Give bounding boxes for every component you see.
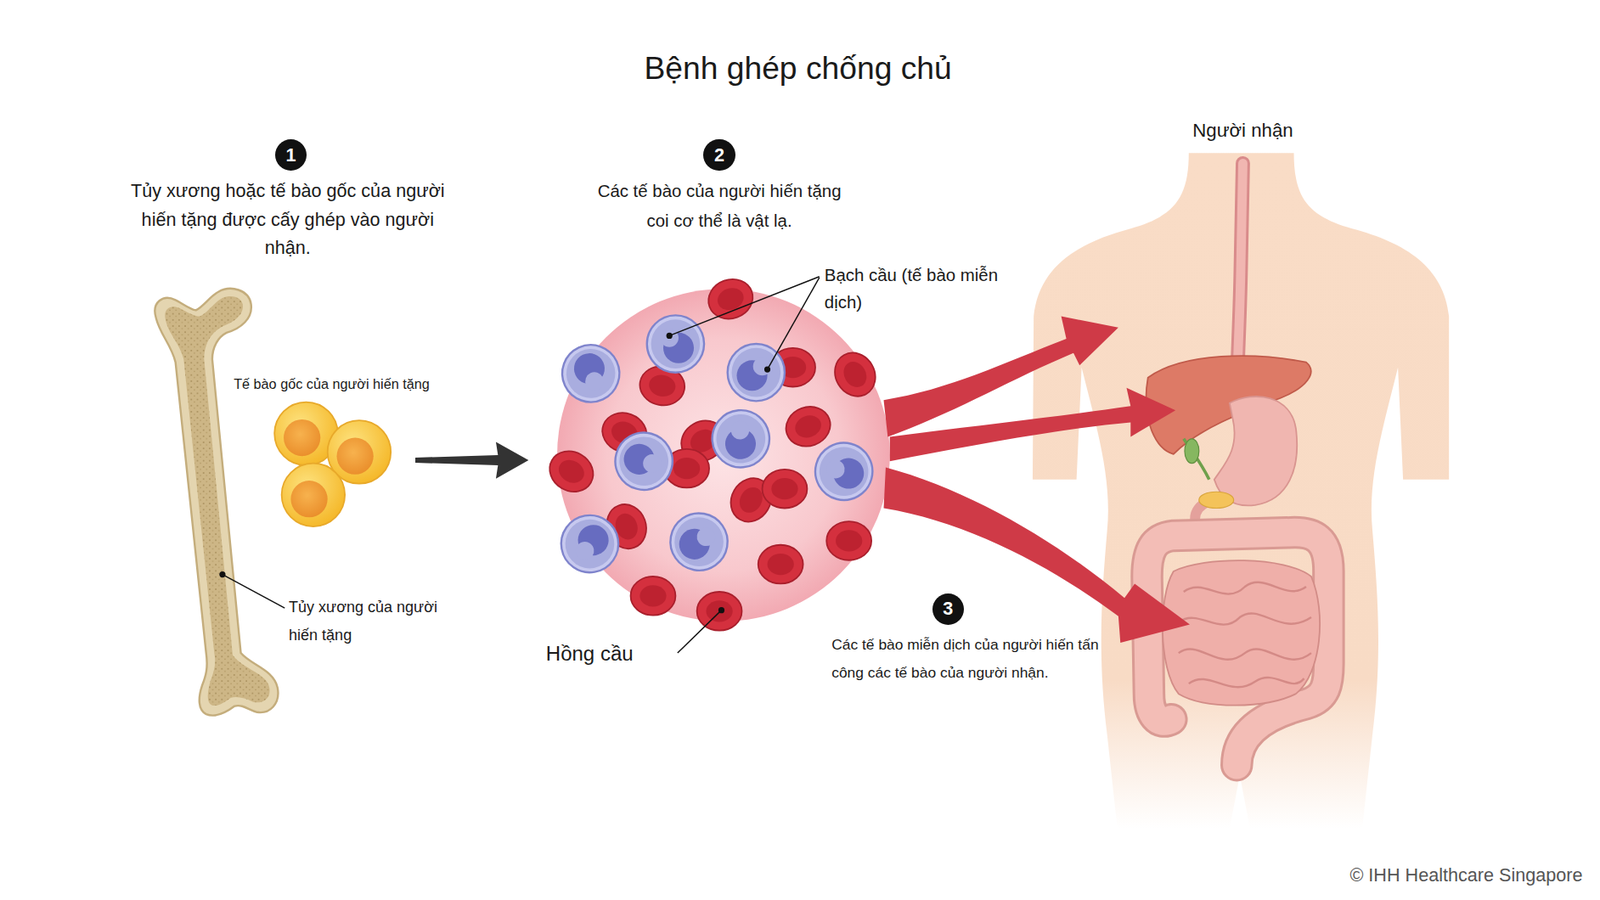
large-intestine [1147,532,1330,766]
white-blood-cell [700,398,782,479]
stem-cell-core [290,480,327,518]
attack-arrows [884,316,1190,643]
stem-cells [274,402,391,528]
attack-arrow [890,388,1176,462]
red-blood-cell [697,591,743,631]
callout-number: 2 [714,146,725,165]
intestine-coil [1178,613,1312,625]
stem-cell [281,463,345,527]
diagram-title: Bệnh ghép chống chủ [471,46,1125,90]
femur-bone [154,288,278,716]
stomach [1214,396,1297,506]
callout-number: 1 [285,146,296,165]
gallbladder [1184,439,1200,464]
leader-dot [718,607,725,614]
white-blood-cell [665,508,733,575]
blood-sample [557,288,891,622]
large-intestine-outline [1147,532,1330,766]
red-blood-cell [542,443,602,500]
red-blood-cell [762,469,808,509]
small-intestine [1162,560,1320,706]
pancreas [1199,491,1234,508]
step-description: Các tế bào miễn dịch của người hiến tấn … [831,630,1102,688]
red-blood-cell [826,521,872,561]
step-description: Các tế bào của người hiến tặng coi cơ th… [597,176,842,237]
copyright-note: © IHH Healthcare Singapore [1256,861,1583,889]
callout-number: 3 [942,599,953,619]
bone-marrow [164,296,270,706]
red-blood-cell [758,545,804,585]
red-blood-cell [630,576,677,616]
white-blood-cell [805,432,884,511]
part-label: Người nhận [1155,117,1330,144]
leader-dot [764,366,771,372]
part-label: Tủy xương của người hiến tặng [288,593,442,649]
bone-cortex [154,288,278,716]
step-description: Tủy xương hoặc tế bào gốc của người hiến… [129,176,446,263]
white-blood-cell [604,422,683,501]
leader-line [677,610,722,654]
leader-dot [219,571,226,578]
intestine-coil [1188,677,1305,688]
attack-arrow [884,467,1190,643]
leader-line [767,277,820,370]
leader-dot [666,332,673,339]
leader-line [222,574,285,609]
white-blood-cell [727,343,785,401]
body-silhouette [1032,152,1449,829]
stem-cell-core [337,438,374,475]
white-blood-cell [647,315,705,372]
red-blood-cell [827,345,884,405]
callout-circle: 1 [275,139,307,171]
leader-line [669,276,820,337]
part-label: Bạch cầu (tế bào miễn dịch) [824,261,1024,317]
recipient-body [1032,152,1449,829]
stem-cell-core [283,419,321,457]
transfer-arrow [415,441,529,479]
callout-circle: 3 [932,593,964,626]
part-label: Hồng cầu [546,639,659,669]
callout-circle: 2 [703,139,735,171]
red-blood-cell [703,273,759,326]
red-blood-cell [780,400,836,453]
white-blood-cell [557,511,624,578]
intestine-coil [1183,582,1307,595]
white-blood-cell [554,337,628,411]
blood-cells [542,273,884,631]
part-label: Tế bào gốc của người hiến tặng [233,373,468,395]
intestine-coil [1178,648,1312,660]
bone-marrow-texture [164,296,270,706]
bile-duct [1183,439,1210,480]
